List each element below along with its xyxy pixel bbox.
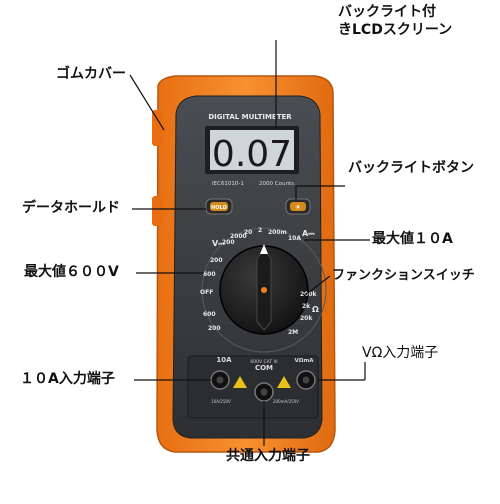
callout-common-terminal: 共通入力端子 — [226, 448, 310, 464]
jack-label-10a: 10A — [216, 356, 232, 364]
side-grip-upper — [152, 110, 162, 146]
lcd-screen: 0.07 — [205, 126, 299, 175]
callout-max-600v: 最大値６００V — [24, 264, 119, 280]
dial-label-20-v: 20 — [244, 229, 252, 236]
jack-10a[interactable] — [210, 370, 230, 390]
counts-label: 2000 Counts — [259, 181, 294, 187]
callout-10a-terminal: １０A入力端子 — [20, 371, 115, 387]
dial-label-2m: 2M — [288, 329, 298, 336]
jack-panel: 10A COM VΩmA 600V CAT III 10A/250V 200mA… — [187, 355, 319, 419]
dial-label-ohm: Ω — [312, 305, 319, 314]
dial-label-200k: 200k — [300, 291, 318, 298]
warning-left-icon — [233, 376, 247, 388]
jack-vohm[interactable] — [296, 370, 316, 390]
dial-label-2000: 2000 — [230, 233, 247, 240]
rotary-dial[interactable] — [201, 227, 327, 353]
hold-button-label: HOLD — [211, 205, 227, 211]
callout-backlight-button: バックライトボタン — [348, 160, 474, 176]
jack-label-com: COM — [255, 364, 273, 372]
dial-label-adc: A⎓ — [302, 229, 315, 238]
dial-pointer — [260, 244, 268, 254]
callout-backlight-screen: バックライト付 きLCDスクリーン — [338, 4, 452, 39]
jack-rating-center: 600V CAT III — [250, 359, 277, 365]
dial-label-600-ac: 600 — [203, 271, 216, 278]
dial-label-200-dc: 200 — [208, 325, 221, 332]
jack-label-vohm: VΩmA — [295, 358, 315, 364]
dial-label-200-vac: 200 — [210, 257, 223, 264]
fuse-label-left: 10A/250V — [211, 399, 231, 404]
dial-label-vdc: V⎓ — [212, 239, 225, 248]
brand-label: DIGITAL MULTIMETER — [208, 113, 292, 121]
callout-lines — [129, 40, 370, 446]
jack-com[interactable] — [254, 382, 274, 402]
callout-rubber-cover: ゴムカバー — [56, 66, 126, 82]
line-function-switch — [303, 275, 331, 297]
hold-button[interactable]: HOLD — [205, 198, 233, 215]
fuse-label-right: 200mA/250V — [273, 399, 299, 404]
backlight-button[interactable]: ☀ — [285, 198, 311, 215]
dial-label-200-v: 200 — [222, 239, 235, 246]
callout-max-10a: 最大値１０A — [372, 231, 453, 247]
dial-labels: V⎓ 200 2000 20 2 200m 10A A⎓ 200 600 OFF… — [200, 227, 319, 336]
callout-data-hold: データホールド — [22, 200, 120, 216]
dial-label-10a: 10A — [288, 235, 301, 242]
dial-label-200m: 200m — [268, 229, 287, 236]
side-grip-lower — [152, 196, 162, 226]
lcd-panel — [210, 130, 294, 170]
lcd-reading: 0.07 — [212, 134, 292, 175]
warning-right-icon — [277, 376, 291, 388]
dial-label-2k: 2k — [302, 303, 311, 310]
dial-label-2: 2 — [258, 227, 262, 234]
line-rubber-cover — [129, 74, 165, 131]
standard-label: IEC61010-1 — [212, 181, 244, 187]
callout-vohm-terminal: VΩ入力端子 — [362, 345, 439, 361]
backlight-sun-icon: ☀ — [295, 204, 301, 212]
callout-backlight-screen-line1: バックライト付 — [338, 4, 436, 20]
dial-label-off: OFF — [200, 289, 213, 296]
callout-function-switch: ファンクションスイッチ — [332, 268, 475, 283]
callout-backlight-screen-line2: きLCDスクリーン — [338, 21, 453, 38]
dial-label-20k: 20k — [300, 315, 313, 322]
dial-label-600-dc: 600 — [203, 311, 216, 318]
